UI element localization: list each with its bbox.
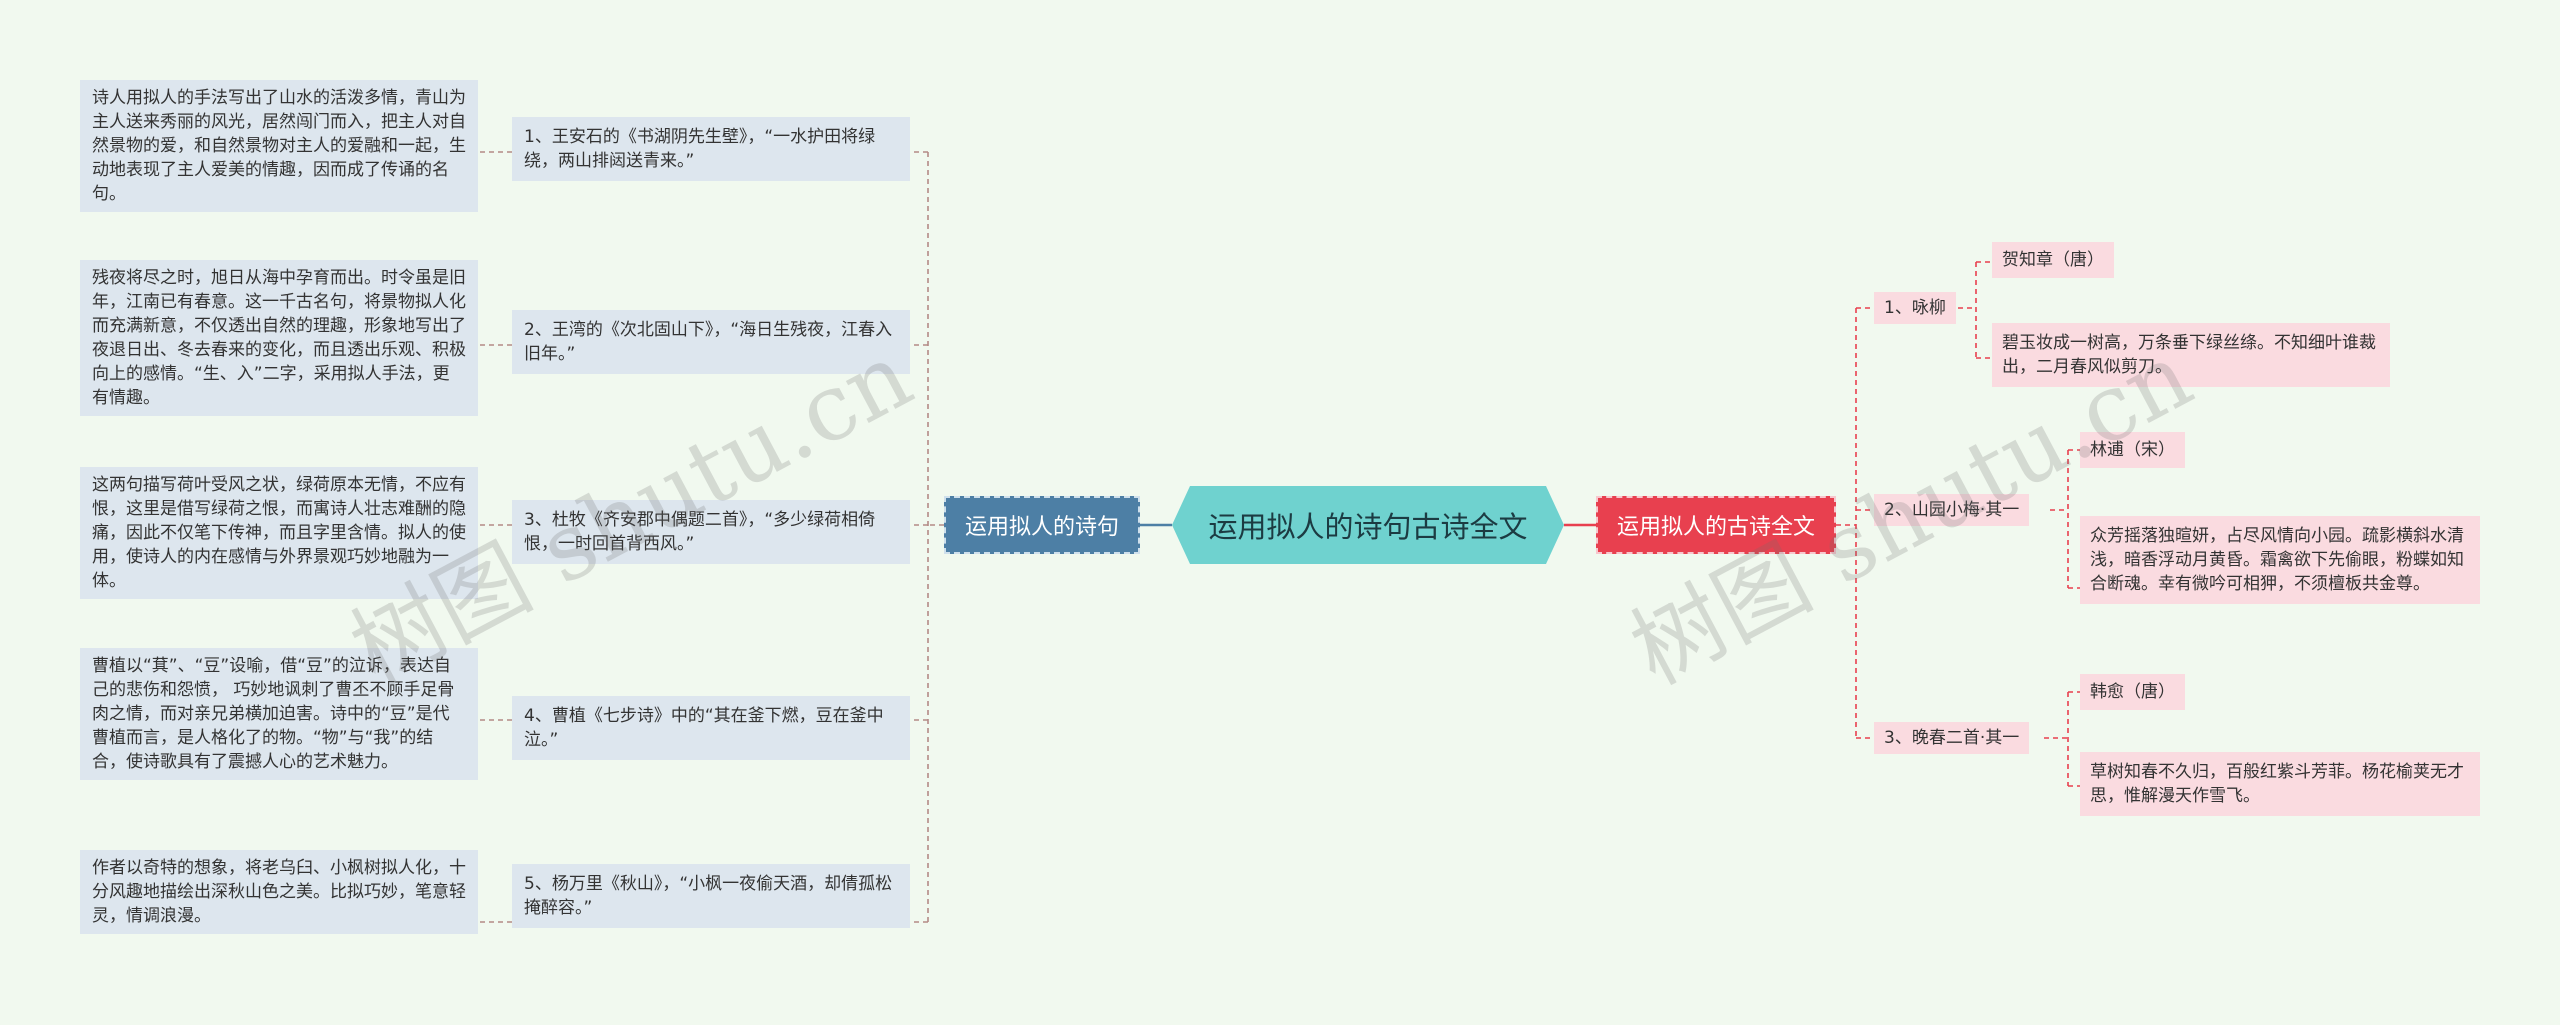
left-branch-item-4-label: 4、曹植《七步诗》中的“其在釜下燃，豆在釜中泣。” <box>524 706 884 750</box>
left-note-1[interactable]: 诗人用拟人的手法写出了山水的活泼多情，青山为主人送来秀丽的风光，居然闯门而入，把… <box>80 80 478 212</box>
right-branch-poem-3-label: 3、晚春二首·其一 <box>1884 728 2020 748</box>
left-note-4-text: 曹植以“萁”、“豆”设喻，借“豆”的泣诉，表达自己的悲伤和怨愤， 巧妙地讽刺了曹… <box>92 656 455 772</box>
right-poem-2-author[interactable]: 林逋（宋） <box>2080 432 2185 468</box>
left-main-branch[interactable]: 运用拟人的诗句 <box>944 496 1140 554</box>
right-poem-1-author[interactable]: 贺知章（唐） <box>1992 242 2114 278</box>
right-poem-2-author-text: 林逋（宋） <box>2090 440 2175 460</box>
right-branch-poem-1[interactable]: 1、咏柳 <box>1874 292 1956 324</box>
left-branch-item-1-label: 1、王安石的《书湖阴先生壁》，“一水护田将绿绕，两山排闼送青来。” <box>524 127 876 171</box>
left-note-4[interactable]: 曹植以“萁”、“豆”设喻，借“豆”的泣诉，表达自己的悲伤和怨愤， 巧妙地讽刺了曹… <box>80 648 478 780</box>
right-branch-poem-2[interactable]: 2、山园小梅·其一 <box>1874 494 2030 526</box>
central-topic[interactable]: 运用拟人的诗句古诗全文 <box>1172 486 1564 564</box>
left-note-2-text: 残夜将尽之时，旭日从海中孕育而出。时令虽是旧年，江南已有春意。这一千古名句，将景… <box>92 268 466 408</box>
left-branch-item-2[interactable]: 2、王湾的《次北固山下》，“海日生残夜，江春入旧年。” <box>512 310 910 374</box>
left-main-branch-label: 运用拟人的诗句 <box>964 515 1119 540</box>
right-branch-poem-1-label: 1、咏柳 <box>1884 298 1946 318</box>
left-branch-item-3[interactable]: 3、杜牧《齐安郡中偶题二首》，“多少绿荷相倚恨，一时回首背西风。” <box>512 500 910 564</box>
left-note-5-text: 作者以奇特的想象，将老乌臼、小枫树拟人化，十分风趣地描绘出深秋山色之美。比拟巧妙… <box>92 858 466 926</box>
right-branch-poem-2-label: 2、山园小梅·其一 <box>1884 500 2020 520</box>
left-note-3-text: 这两句描写荷叶受风之状，绿荷原本无情，不应有恨，这里是借写绿荷之恨，而寓诗人壮志… <box>92 475 466 591</box>
right-poem-3-text[interactable]: 草树知春不久归，百般红紫斗芳菲。杨花榆荚无才思，惟解漫天作雪飞。 <box>2080 752 2480 816</box>
right-main-branch[interactable]: 运用拟人的古诗全文 <box>1596 496 1836 554</box>
right-poem-1-body: 碧玉妆成一树高，万条垂下绿丝绦。不知细叶谁裁出，二月春风似剪刀。 <box>2002 333 2376 377</box>
right-main-branch-label: 运用拟人的古诗全文 <box>1616 515 1815 540</box>
left-note-1-text: 诗人用拟人的手法写出了山水的活泼多情，青山为主人送来秀丽的风光，居然闯门而入，把… <box>92 88 466 204</box>
left-branch-item-5[interactable]: 5、杨万里《秋山》，“小枫一夜偷天酒，却倩孤松掩醉容。” <box>512 864 910 928</box>
right-poem-1-text[interactable]: 碧玉妆成一树高，万条垂下绿丝绦。不知细叶谁裁出，二月春风似剪刀。 <box>1992 323 2390 387</box>
left-branch-item-4[interactable]: 4、曹植《七步诗》中的“其在釜下燃，豆在釜中泣。” <box>512 696 910 760</box>
left-note-3[interactable]: 这两句描写荷叶受风之状，绿荷原本无情，不应有恨，这里是借写绿荷之恨，而寓诗人壮志… <box>80 467 478 599</box>
left-branch-item-3-label: 3、杜牧《齐安郡中偶题二首》，“多少绿荷相倚恨，一时回首背西风。” <box>524 510 876 554</box>
right-poem-3-author-text: 韩愈（唐） <box>2090 682 2175 702</box>
left-branch-item-5-label: 5、杨万里《秋山》，“小枫一夜偷天酒，却倩孤松掩醉容。” <box>524 874 893 918</box>
central-topic-label: 运用拟人的诗句古诗全文 <box>1208 510 1528 544</box>
right-poem-1-author-text: 贺知章（唐） <box>2002 250 2104 270</box>
left-branch-item-2-label: 2、王湾的《次北固山下》，“海日生残夜，江春入旧年。” <box>524 320 893 364</box>
right-poem-3-author[interactable]: 韩愈（唐） <box>2080 674 2185 710</box>
left-note-2[interactable]: 残夜将尽之时，旭日从海中孕育而出。时令虽是旧年，江南已有春意。这一千古名句，将景… <box>80 260 478 416</box>
right-poem-2-text[interactable]: 众芳摇落独暄妍，占尽风情向小园。疏影横斜水清浅，暗香浮动月黄昏。霜禽欲下先偷眼，… <box>2080 516 2480 604</box>
right-poem-2-body: 众芳摇落独暄妍，占尽风情向小园。疏影横斜水清浅，暗香浮动月黄昏。霜禽欲下先偷眼，… <box>2090 526 2464 594</box>
left-branch-item-1[interactable]: 1、王安石的《书湖阴先生壁》，“一水护田将绿绕，两山排闼送青来。” <box>512 117 910 181</box>
left-note-5[interactable]: 作者以奇特的想象，将老乌臼、小枫树拟人化，十分风趣地描绘出深秋山色之美。比拟巧妙… <box>80 850 478 934</box>
right-poem-3-body: 草树知春不久归，百般红紫斗芳菲。杨花榆荚无才思，惟解漫天作雪飞。 <box>2090 762 2464 806</box>
right-branch-poem-3[interactable]: 3、晚春二首·其一 <box>1874 722 2030 754</box>
